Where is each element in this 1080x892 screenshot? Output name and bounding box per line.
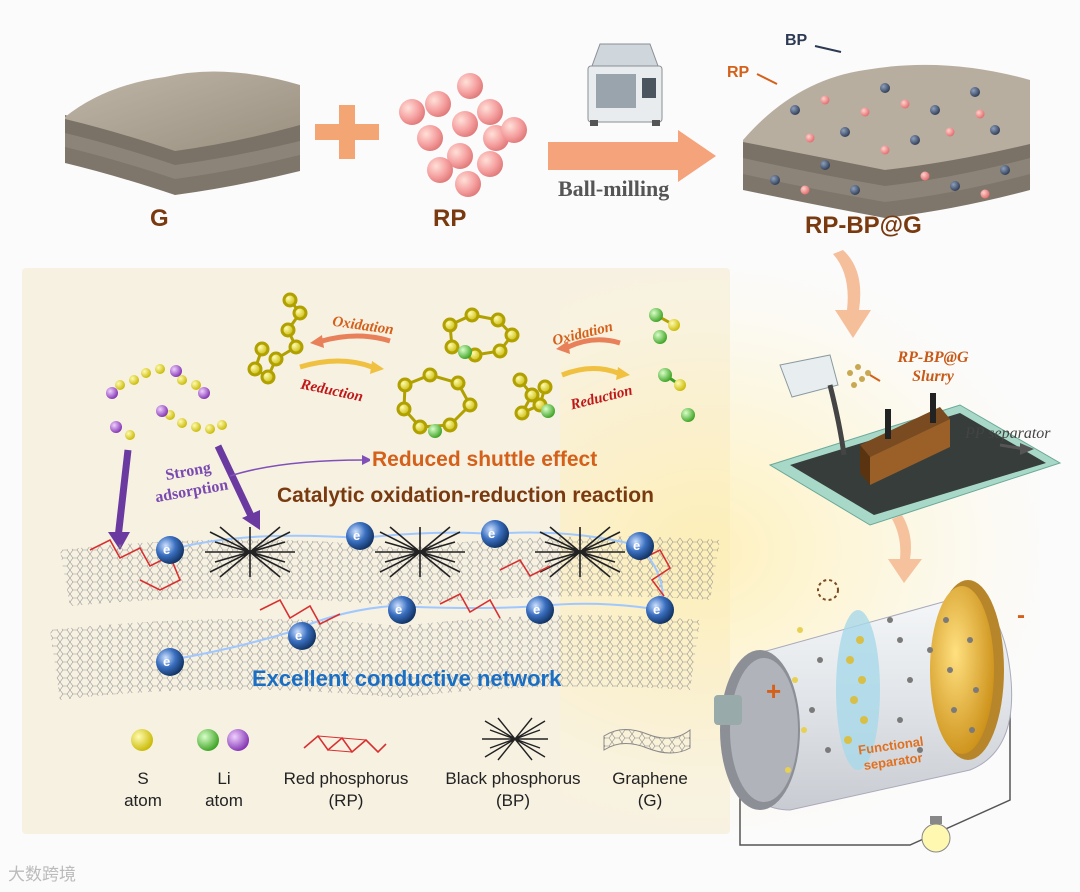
rp-tag: RP [727, 64, 750, 81]
electron-label-2: e [353, 528, 361, 543]
legend-atoms-icons [131, 729, 249, 751]
rp-bp-graphene-composite-image [743, 45, 1030, 218]
doctor-blade-coating-image [768, 354, 1062, 526]
watermark-text: 大数跨境 [8, 865, 76, 885]
electron-label-7: e [653, 602, 661, 617]
electron-label-8: e [295, 628, 303, 643]
graphene-legend-icon [603, 728, 691, 754]
lithium-sulfur-battery-image [714, 579, 1013, 853]
composite-label: RP-BP@G [805, 212, 922, 239]
strong-adsorption-arrows [108, 444, 370, 550]
conductive-network-diagram [50, 520, 720, 700]
bp-tag: BP [785, 32, 808, 49]
conductive-network-label: Excellent conductive network [252, 666, 562, 691]
red-phosphorus-legend-icon [303, 734, 387, 754]
electron-label-1: e [163, 542, 171, 557]
plus-icon [315, 105, 379, 159]
battery-plus-sign: + [766, 676, 782, 706]
pp-separator-label: PP separator [965, 425, 1051, 442]
catalytic-reaction-label: Catalytic oxidation-reduction reaction [277, 484, 654, 507]
polysulfide-redox-diagram [106, 292, 695, 440]
graphene-stack-image [65, 71, 300, 195]
legend-s-atom: S atom [124, 769, 162, 810]
ball-milling-label: Ball-milling [558, 176, 670, 201]
ball-milling-arrow [548, 130, 716, 182]
process-arrow-down-2 [888, 515, 922, 583]
legend-red-phosphorus: Red phosphorus (RP) [283, 769, 409, 810]
legend-li-atom: Li atom [205, 769, 243, 810]
legend-graphene: Graphene (G) [612, 769, 688, 810]
electron-label-9: e [163, 654, 171, 669]
process-arrow-down-1 [833, 250, 871, 338]
electron-label-5: e [395, 602, 403, 617]
graphene-label: G [150, 205, 169, 232]
slurry-label: RP-BP@G Slurry [897, 349, 969, 385]
reduced-shuttle-label: Reduced shuttle effect [372, 448, 598, 471]
electron-label-3: e [488, 526, 496, 541]
lithium-atom-purple-icon [227, 729, 249, 751]
electron-label-4: e [633, 538, 641, 553]
sulfur-atom-icon [131, 729, 153, 751]
legend-black-phosphorus: Black phosphorus (BP) [445, 769, 581, 810]
red-phosphorus-label: RP [433, 205, 467, 232]
black-phosphorus-legend-icon [482, 717, 548, 761]
ball-mill-machine-image [587, 43, 663, 126]
battery-minus-sign: - [1017, 602, 1025, 629]
red-phosphorus-particles-image [399, 73, 527, 197]
electron-label-6: e [533, 602, 541, 617]
lithium-atom-green-icon [197, 729, 219, 751]
